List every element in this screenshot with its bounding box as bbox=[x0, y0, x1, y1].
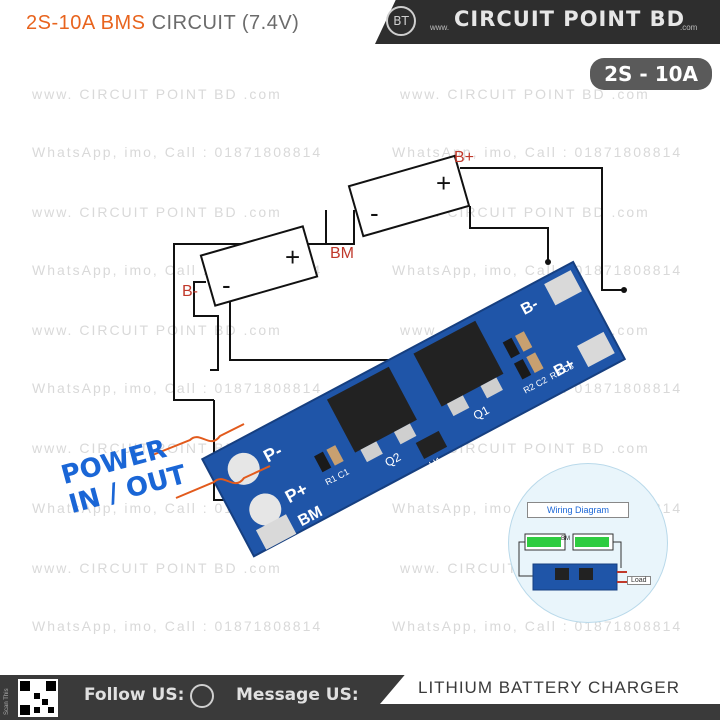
chat-icon[interactable] bbox=[190, 684, 214, 708]
tagline: LITHIUM BATTERY CHARGER bbox=[418, 678, 680, 697]
wire-b-plus bbox=[460, 167, 624, 291]
title-rest: CIRCUIT (7.4V) bbox=[145, 12, 300, 34]
spec-badge: 2S - 10A bbox=[590, 58, 712, 90]
scan-text: Scan This bbox=[4, 688, 10, 715]
cell-1: + - bbox=[199, 225, 319, 307]
label-b-plus: B+ bbox=[454, 149, 474, 166]
silk-u1: U1 bbox=[428, 455, 445, 471]
page-title: 2S-10A BMS CIRCUIT (7.4V) bbox=[26, 12, 299, 35]
cell-2-plus: + bbox=[436, 168, 451, 198]
silk-r3: R3 bbox=[548, 367, 563, 381]
brand-com: .com bbox=[680, 23, 698, 32]
silk-r1: R1 bbox=[324, 473, 339, 487]
wire-b-minus-b bbox=[469, 206, 549, 262]
pad-p-plus bbox=[249, 493, 282, 526]
label-bm: BM bbox=[330, 245, 354, 262]
silk-q2: Q2 bbox=[383, 450, 404, 470]
pad-bm bbox=[255, 514, 297, 550]
tagline-band bbox=[380, 672, 720, 704]
pcb-board: P- P+ BM B- B+ Q2 Q1 U1 R1 C1 R2 C2 R3 C… bbox=[200, 260, 627, 558]
cell-1-minus: - bbox=[222, 270, 231, 300]
brand-band bbox=[375, 0, 720, 44]
wire-bm-link bbox=[312, 210, 355, 245]
follow-us-label[interactable]: Follow US: bbox=[84, 685, 185, 705]
header-bar: 2S-10A BMS CIRCUIT (7.4V) BT www. CIRCUI… bbox=[0, 0, 720, 48]
silk-c3: C3 bbox=[561, 361, 576, 375]
silk-b-minus: B- bbox=[518, 296, 541, 319]
qr-code-icon[interactable] bbox=[18, 679, 58, 717]
inset-bm: BM bbox=[561, 536, 570, 542]
brand-www: www. bbox=[430, 23, 450, 32]
silk-c1: C1 bbox=[336, 466, 351, 480]
message-us-label[interactable]: Message US: bbox=[236, 685, 359, 705]
label-b-minus: B- bbox=[182, 283, 198, 300]
wire-b-minus-a bbox=[193, 281, 219, 371]
wire-bm bbox=[173, 210, 327, 401]
ic-u1 bbox=[415, 430, 448, 459]
brand-name: CIRCUIT POINT BD bbox=[454, 7, 686, 31]
pad-p-minus bbox=[227, 452, 260, 485]
inset-graphic bbox=[518, 533, 627, 591]
cell-1-plus: + bbox=[285, 242, 300, 272]
silk-r2: R2 bbox=[522, 381, 537, 395]
inset-load: Load bbox=[627, 576, 651, 585]
power-wires bbox=[149, 423, 271, 499]
mosfet-q2 bbox=[326, 366, 417, 453]
cell-2: + - bbox=[347, 154, 471, 238]
mosfet-q1 bbox=[413, 320, 504, 407]
pad-b-minus bbox=[544, 270, 582, 306]
brand-logo-icon: BT bbox=[386, 6, 416, 36]
inset-title: Wiring Diagram bbox=[527, 502, 629, 518]
pad-b-plus bbox=[577, 331, 615, 368]
silk-q1: Q1 bbox=[471, 403, 492, 423]
silk-c2: C2 bbox=[534, 375, 549, 389]
title-accent: 2S-10A BMS bbox=[26, 12, 146, 34]
wiring-inset: Wiring Diagram BM Load bbox=[508, 463, 668, 623]
cell-2-minus: - bbox=[370, 198, 379, 228]
